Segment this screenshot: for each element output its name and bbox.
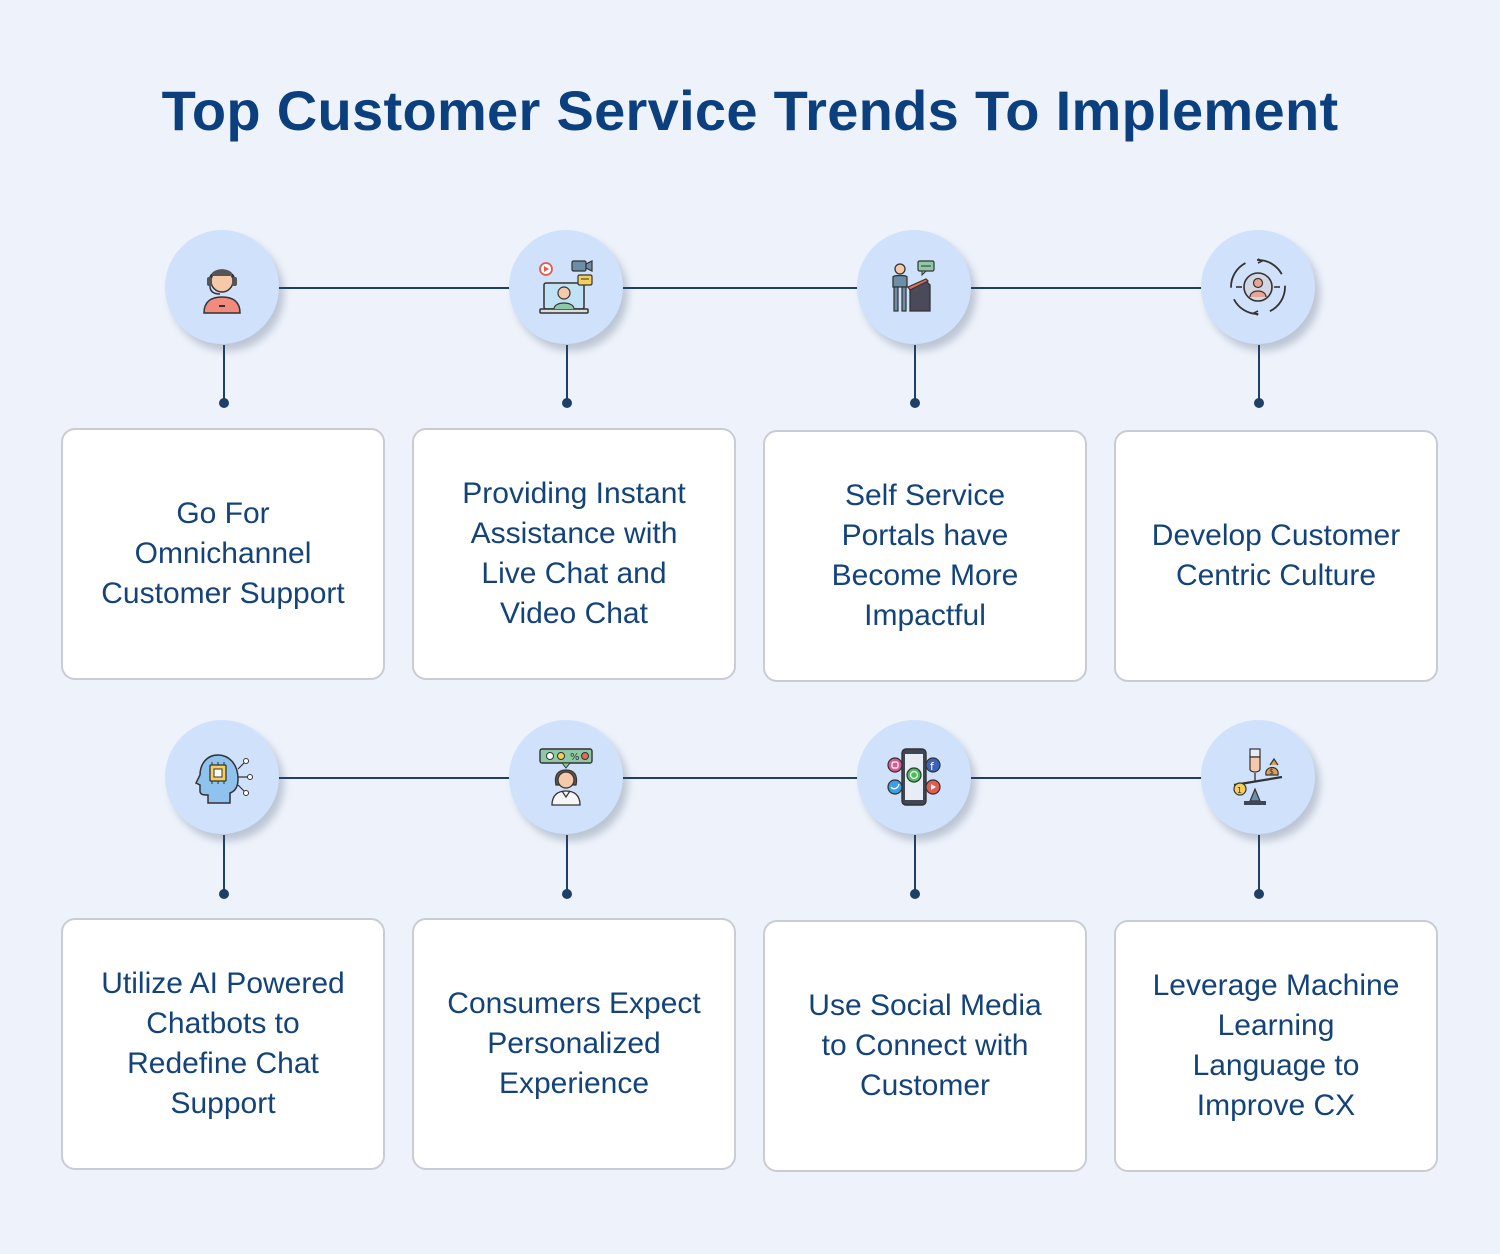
row2-stem-2 [566,835,568,893]
icon-circle-5 [165,720,279,834]
row2-dot-3 [910,889,920,899]
headset-agent-icon [203,269,241,314]
row1-dot-3 [910,398,920,408]
icon-circle-4 [1201,230,1315,344]
row1-dot-2 [562,398,572,408]
svg-text:%: % [570,752,580,763]
icon-circle-6: % [509,720,623,834]
svg-text:$: $ [1269,767,1274,776]
self-service-portal-icon [892,260,935,312]
page-title: Top Customer Service Trends To Implement [161,79,1339,142]
row2-dot-1 [219,889,229,899]
customer-centric-icon [1230,258,1286,316]
svg-text:1: 1 [1237,786,1242,795]
row2-dot-2 [562,889,572,899]
icon-circle-2 [509,230,623,344]
row2-stem-4 [1258,835,1260,893]
row2-dot-4 [1254,889,1264,899]
icon-circle-7: f [857,720,971,834]
row1-dot-4 [1254,398,1264,408]
row1-stem-3 [914,345,916,403]
icon-circle-1 [165,230,279,344]
social-media-phone-icon: f [887,748,941,806]
row2-stem-3 [914,835,916,893]
ai-brain-icon [194,754,253,804]
row2-connector-line [222,777,1258,779]
row1-connector-line [222,287,1258,289]
row1-stem-1 [223,345,225,403]
row1-dot-1 [219,398,229,408]
icon-circle-8: 1 $ [1201,720,1315,834]
icon-circle-3 [857,230,971,344]
svg-text:f: f [930,760,935,773]
row1-stem-2 [566,345,568,403]
row2-stem-1 [223,835,225,893]
machine-learning-balance-icon: 1 $ [1233,748,1283,805]
personalized-shopper-icon: % [539,748,593,806]
row1-stem-4 [1258,345,1260,403]
video-chat-icon [539,260,593,314]
